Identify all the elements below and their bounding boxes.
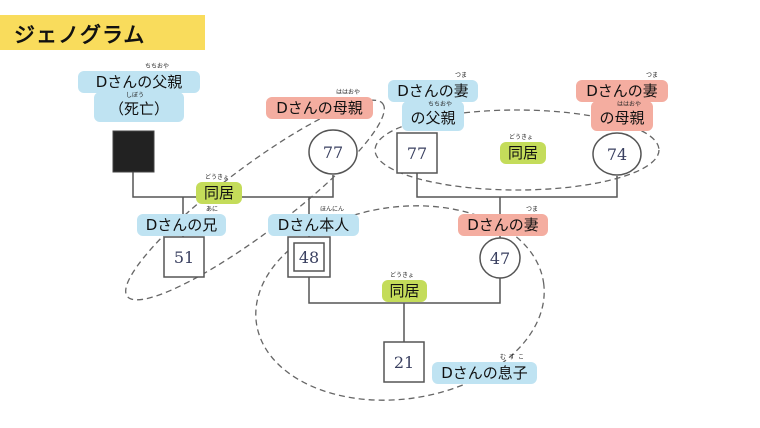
wife-father-ruby-2: ちちおや [428, 101, 453, 108]
wife-symbol [479, 237, 521, 279]
cohabit-ruby: どうきょ [390, 272, 415, 279]
self-symbol-inner [293, 242, 325, 272]
wife-mother-label-line2: の母親 [591, 101, 653, 131]
brother-age: 51 [174, 248, 194, 267]
father-symbol-deceased [112, 130, 155, 173]
son-symbol [383, 341, 425, 383]
mother-age: 77 [323, 143, 343, 162]
wife-mother-age: 74 [607, 145, 627, 164]
wife-mother-ruby-2: ははおや [617, 101, 642, 108]
self-label-text: Dさん本人 [277, 216, 350, 234]
cohabit-boundary-self-family [255, 205, 545, 401]
cohabit-text: 同居 [389, 282, 420, 300]
cohabit-ruby: どうきょ [205, 174, 230, 181]
father-label-text: Dさんの父親 [95, 73, 183, 91]
wife-father-label-line2: の父親 [402, 101, 464, 131]
son-label-text: Dさんの息子 [441, 364, 528, 382]
father-ruby-2: しぼう [126, 92, 145, 99]
father-deceased-text: （死亡） [108, 100, 169, 118]
self-ruby: ほんにん [320, 206, 345, 213]
wife-label: Dさんの妻 [458, 214, 548, 236]
father-label-line2: （死亡） [94, 92, 184, 122]
wife-mother-label: Dさんの妻 [576, 80, 668, 102]
mother-label-text: Dさんの母親 [276, 99, 363, 117]
self-age: 48 [299, 248, 319, 267]
wife-father-label: Dさんの妻 [388, 80, 478, 102]
wife-mother-label-text-2: の母親 [599, 109, 645, 127]
wife-father-ruby: つま [455, 72, 468, 79]
cohabit-label-parents: 同居 [196, 182, 242, 204]
cohabit-label-wife-parents: 同居 [500, 142, 546, 164]
wife-parents-line [416, 172, 618, 198]
wife-mother-label-text: Dさんの妻 [586, 82, 658, 100]
father-ruby: ちちおや [145, 63, 170, 70]
brother-label: Dさんの兄 [137, 214, 226, 236]
wife-father-age: 77 [407, 144, 427, 163]
father-label: Dさんの父親 [78, 71, 200, 93]
mother-label: Dさんの母親 [266, 97, 373, 119]
wife-age: 47 [490, 249, 510, 268]
wife-label-text: Dさんの妻 [467, 216, 539, 234]
cohabit-boundary-wife-parents [374, 109, 660, 191]
wife-mother-ruby: つま [646, 72, 659, 79]
cohabit-boundary-mother-brother [125, 99, 385, 301]
son-age: 21 [394, 353, 414, 372]
son-label: Dさんの息子 [432, 362, 537, 384]
page-title: ジェノグラム [14, 23, 146, 47]
cohabit-label-self-family: 同居 [382, 280, 427, 302]
mother-ruby: ははおや [336, 89, 361, 96]
wife-father-symbol [396, 132, 438, 174]
cohabit-text: 同居 [203, 184, 234, 202]
son-ruby: むすこ [500, 354, 528, 361]
wife-mother-symbol [592, 132, 642, 176]
brother-symbol [163, 236, 205, 278]
title-banner: ジェノグラム [0, 15, 205, 50]
mother-symbol [308, 129, 358, 175]
cohabit-ruby: どうきょ [509, 134, 534, 141]
wife-father-label-text: Dさんの妻 [397, 82, 469, 100]
brother-label-text: Dさんの兄 [145, 216, 218, 234]
cohabit-text: 同居 [507, 144, 538, 162]
brother-ruby: あに [206, 206, 219, 213]
wife-ruby: つま [526, 206, 539, 213]
wife-father-label-text-2: の父親 [410, 109, 456, 127]
self-label: Dさん本人 [268, 214, 359, 236]
